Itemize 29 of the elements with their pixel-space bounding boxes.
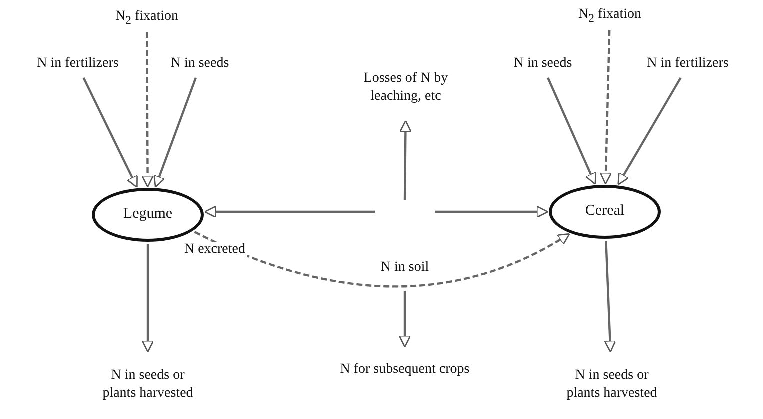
edge-label: N excreted [182, 242, 248, 258]
arrow [194, 231, 570, 288]
crop-name: Legume [123, 205, 173, 224]
arrow [154, 78, 197, 188]
node-text: N in fertilizers [37, 54, 119, 73]
node-text: N in seeds or plants harvested [102, 366, 194, 403]
node-text: N in soil [380, 258, 430, 277]
arrow [142, 244, 154, 353]
node-text: N$_{2}$ fixation [116, 8, 178, 28]
node-text: N$_{2}$ fixation [578, 6, 642, 26]
arrow [204, 206, 375, 218]
arrow [600, 30, 612, 185]
arrow [142, 32, 154, 188]
node-text: Losses of N by leaching, etc [362, 70, 450, 106]
node-text: N in seeds [514, 54, 572, 73]
node-text: N in seeds or plants harvested [566, 366, 658, 403]
arrow [547, 78, 597, 186]
node-text: N in seeds [170, 54, 230, 73]
node-text: N in fertilizers [647, 54, 729, 73]
crop-name: Cereal [585, 202, 625, 222]
arrow [400, 120, 412, 200]
crop-ellipse [92, 188, 204, 242]
node-text: N for subsequent crops [340, 360, 470, 379]
arrow [604, 240, 616, 353]
arrow [618, 77, 682, 186]
arrow [82, 78, 138, 188]
arrow [398, 291, 412, 348]
arrow [435, 206, 549, 218]
crop-ellipse [549, 185, 661, 239]
